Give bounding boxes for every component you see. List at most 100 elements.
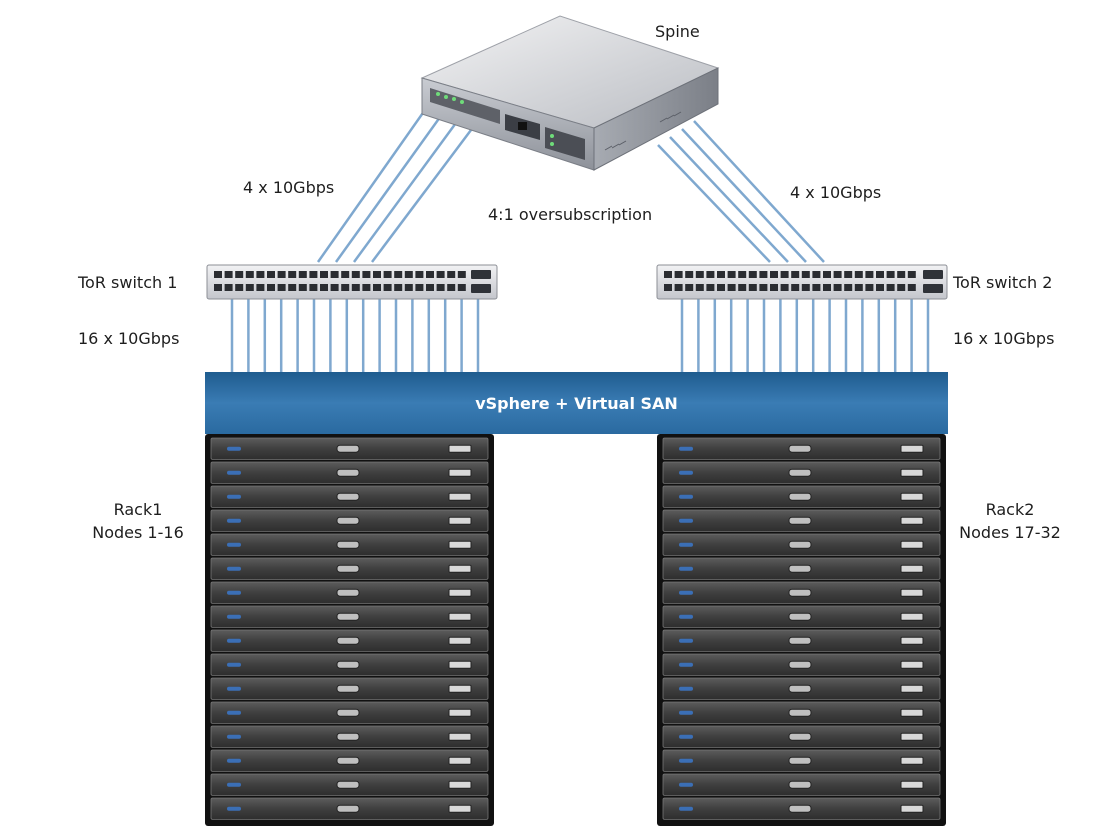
uplink-cable (693, 120, 825, 263)
server-node (662, 485, 941, 508)
vsan-cluster-band (205, 372, 948, 434)
uplink-cable (316, 99, 434, 263)
power-led-icon (679, 638, 693, 643)
downlink-label-right: 16 x 10Gbps (953, 329, 1055, 348)
switch-port (674, 284, 683, 291)
power-led-icon (679, 470, 693, 475)
drive-bay-icon (900, 540, 924, 549)
switch-port (844, 284, 853, 291)
handle-icon (788, 708, 812, 717)
server-node (662, 677, 941, 700)
uplink-cable (681, 128, 807, 263)
drive-bay-icon (448, 780, 472, 789)
uplink-label-left: 4 x 10Gbps (243, 178, 335, 197)
switch-port (738, 271, 747, 278)
server-node (210, 773, 489, 796)
downlink-cables-rack2 (680, 299, 930, 372)
switch-port (362, 284, 371, 291)
switch-port (288, 284, 297, 291)
drive-bay-icon (448, 612, 472, 621)
switch-port (256, 284, 265, 291)
drive-bay-icon (900, 612, 924, 621)
switch-port (833, 284, 842, 291)
server-node (210, 629, 489, 652)
power-led-icon (679, 806, 693, 811)
switch-port (267, 271, 275, 278)
switch-port (224, 271, 233, 278)
server-node (210, 485, 489, 508)
drive-bay-icon (448, 636, 472, 645)
power-led-icon (227, 590, 241, 595)
power-led-icon (679, 710, 693, 715)
power-led-icon (227, 638, 241, 643)
handle-icon (788, 756, 812, 765)
drive-bay-icon (900, 564, 924, 573)
server-node (662, 797, 941, 820)
uplink-cable (334, 105, 450, 263)
uplink-cable (669, 136, 789, 263)
switch-port (288, 271, 297, 278)
server-node (662, 653, 941, 676)
switch-port (447, 271, 456, 278)
power-led-icon (679, 542, 693, 547)
drive-bay-icon (900, 588, 924, 597)
handle-icon (788, 612, 812, 621)
switch-port (245, 271, 254, 278)
switch-port (685, 271, 694, 278)
server-node (662, 461, 941, 484)
switch-port (738, 284, 747, 291)
power-led-icon (679, 614, 693, 619)
switch-port (330, 284, 339, 291)
server-node (662, 725, 941, 748)
server-node (662, 509, 941, 532)
drive-bay-icon (448, 564, 472, 573)
handle-icon (336, 444, 360, 453)
power-led-icon (227, 734, 241, 739)
drive-bay-icon (448, 468, 472, 477)
server-node (210, 605, 489, 628)
server-node (662, 749, 941, 772)
server-node (210, 677, 489, 700)
handle-icon (788, 540, 812, 549)
switch-port (876, 284, 884, 291)
oversubscription-label: 4:1 oversubscription (488, 205, 653, 224)
server-node (662, 533, 941, 556)
handle-icon (336, 564, 360, 573)
drive-bay-icon (448, 444, 472, 453)
switch-port (330, 271, 339, 278)
switch-port (277, 271, 286, 278)
switch-port (224, 284, 233, 291)
switch-port (695, 271, 704, 278)
power-led-icon (679, 734, 693, 739)
handle-icon (788, 684, 812, 693)
drive-bay-icon (900, 780, 924, 789)
power-led-icon (679, 590, 693, 595)
handle-icon (788, 444, 812, 453)
rack-1 (205, 434, 494, 826)
switch-port (748, 271, 757, 278)
handle-icon (788, 588, 812, 597)
power-led-icon (227, 494, 241, 499)
server-node (662, 701, 941, 724)
switch-port (426, 284, 434, 291)
switch-port (801, 284, 810, 291)
switch-port (780, 284, 789, 291)
handle-icon (788, 732, 812, 741)
switch-port (267, 284, 275, 291)
power-led-icon (679, 446, 693, 451)
power-led-icon (679, 662, 693, 667)
switch-port (426, 271, 434, 278)
drive-bay-icon (900, 756, 924, 765)
uplink-cables-right (657, 120, 825, 263)
switch-port (717, 284, 725, 291)
power-led-icon (227, 662, 241, 667)
drive-bay-icon (900, 804, 924, 813)
switch-port (886, 271, 895, 278)
uplink-cables-left (316, 99, 481, 263)
power-led-icon (227, 686, 241, 691)
power-led-icon (679, 686, 693, 691)
handle-icon (336, 780, 360, 789)
drive-bay-icon (900, 516, 924, 525)
switch-port (298, 284, 307, 291)
server-node (662, 629, 941, 652)
